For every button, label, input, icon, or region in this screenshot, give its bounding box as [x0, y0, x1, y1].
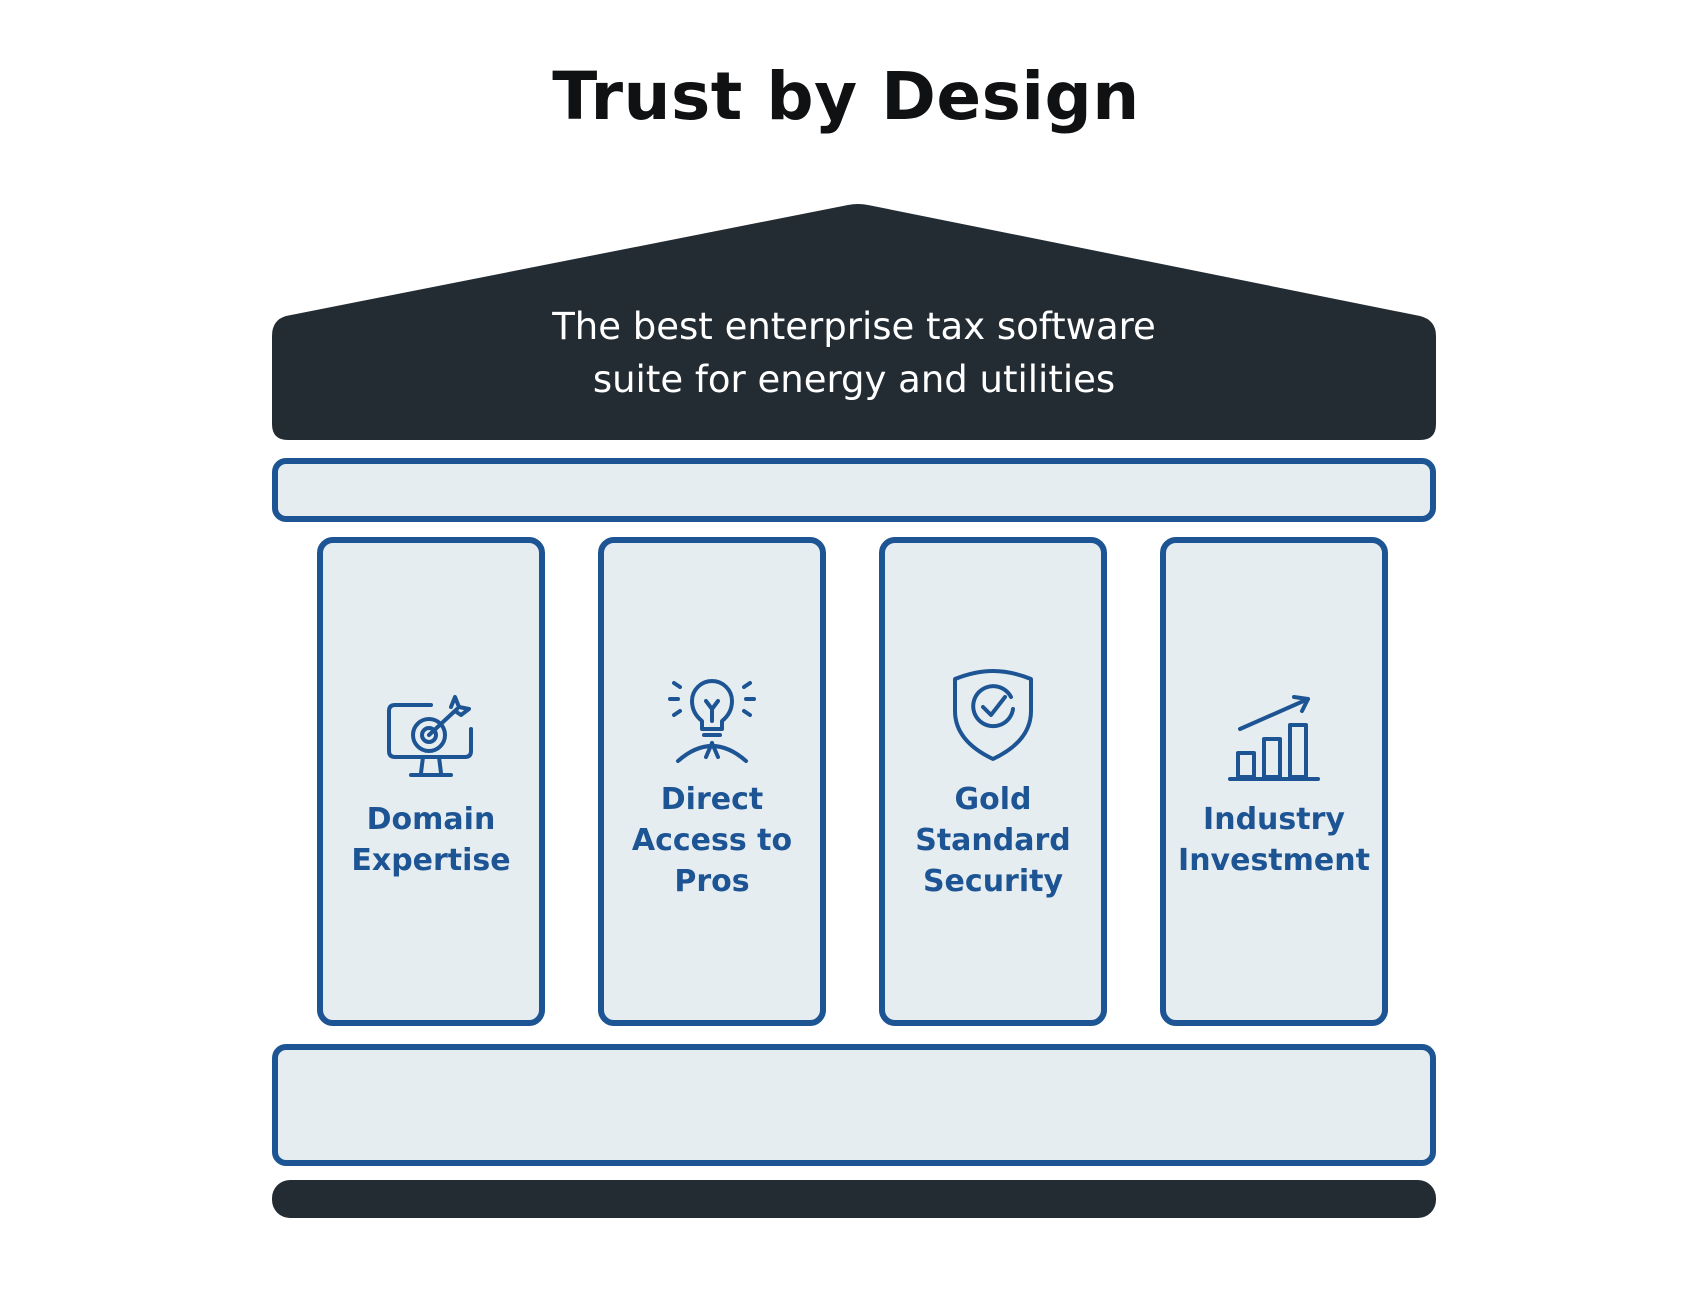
pillar-direct-access: Direct Access to Pros [598, 537, 826, 1026]
lightbulb-person-icon [668, 679, 756, 763]
label-line: Security [922, 864, 1064, 899]
roof-line-2: suite for energy and utilities [592, 358, 1116, 401]
top-beam [272, 458, 1436, 522]
pillar-content: Industry Investment [1166, 693, 1382, 881]
label-line: Expertise [351, 843, 511, 878]
label-line: Gold [954, 782, 1032, 817]
growth-chart-icon [1228, 695, 1320, 781]
pillar-label: Gold Standard Security [885, 779, 1101, 902]
shield-check-icon [953, 669, 1033, 761]
label-line: Industry [1203, 802, 1345, 837]
label-line: Standard [915, 823, 1071, 858]
label-line: Access to [631, 823, 793, 858]
monitor-target-icon [387, 695, 473, 777]
label-line: Investment [1178, 843, 1370, 878]
diagram-title: Trust by Design [552, 58, 1140, 135]
roof-text: The best enterprise tax software suite f… [272, 300, 1436, 406]
pillar-gold-standard-security: Gold Standard Security [879, 537, 1107, 1026]
roof-line-1: The best enterprise tax software [552, 305, 1156, 348]
label-line: Direct [660, 782, 764, 817]
label-line: Pros [674, 864, 750, 899]
pillar-domain-expertise: Domain Expertise [317, 537, 545, 1026]
pillar-content: Direct Access to Pros [604, 667, 820, 902]
bottom-beam [272, 1044, 1436, 1166]
pillar-industry-investment: Industry Investment [1160, 537, 1388, 1026]
label-line: Domain [366, 802, 496, 837]
pillar-label: Domain Expertise [323, 799, 539, 881]
pillar-label: Direct Access to Pros [604, 779, 820, 902]
pillar-content: Gold Standard Security [885, 667, 1101, 902]
pillar-content: Domain Expertise [323, 693, 539, 881]
pillar-label: Industry Investment [1166, 799, 1382, 881]
temple-base [272, 1180, 1436, 1218]
